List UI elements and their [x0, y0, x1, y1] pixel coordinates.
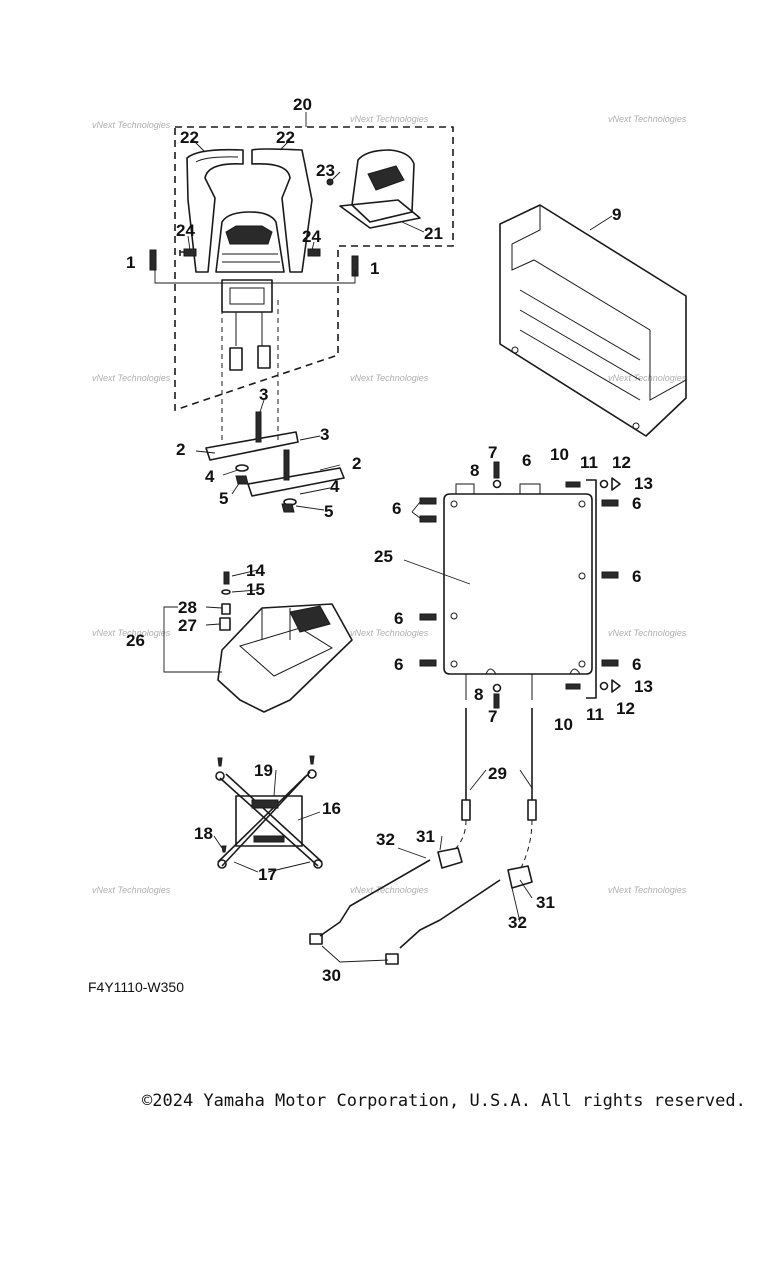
- callout-6: 6: [394, 609, 403, 628]
- watermark: vNext Technologies: [350, 628, 429, 638]
- control-unit-25: [419, 461, 621, 709]
- callout-4: 4: [330, 477, 340, 496]
- callout-5: 5: [219, 489, 228, 508]
- callout-11: 11: [580, 453, 598, 472]
- figure-code: F4Y1110-W350: [88, 979, 184, 995]
- callout-25: 25: [374, 547, 393, 566]
- callout-7: 7: [488, 707, 497, 726]
- callout-8: 8: [470, 461, 479, 480]
- watermark: vNext Technologies: [350, 373, 429, 383]
- callout-15: 15: [246, 580, 265, 599]
- callout-20: 20: [293, 95, 312, 114]
- callout-labels: 20 22 22 23 21 24 24 1 1 9 3 3 2 2 4 4 5…: [126, 95, 653, 985]
- callout-3: 3: [259, 385, 268, 404]
- callout-12: 12: [616, 699, 635, 718]
- watermark: vNext Technologies: [92, 373, 171, 383]
- watermark: vNext Technologies: [350, 885, 429, 895]
- callout-6: 6: [632, 494, 641, 513]
- mount-bracket-16: [215, 755, 323, 869]
- callout-14: 14: [246, 561, 265, 580]
- callout-17: 17: [258, 865, 277, 884]
- callout-3: 3: [320, 425, 329, 444]
- callout-16: 16: [322, 799, 341, 818]
- callout-13: 13: [634, 677, 653, 696]
- callout-21: 21: [424, 224, 443, 243]
- wiring-harnesses: [309, 708, 537, 965]
- callout-4: 4: [205, 467, 215, 486]
- callout-28: 28: [178, 598, 197, 617]
- callout-22: 22: [180, 128, 199, 147]
- callout-2: 2: [352, 454, 361, 473]
- callout-6: 6: [632, 567, 641, 586]
- cover-9: [499, 204, 687, 437]
- callout-10: 10: [554, 715, 573, 734]
- callout-11: 11: [586, 705, 604, 724]
- callout-31: 31: [536, 893, 555, 912]
- callout-6: 6: [632, 655, 641, 674]
- callout-24: 24: [176, 221, 195, 240]
- callout-18: 18: [194, 824, 213, 843]
- callout-8: 8: [474, 685, 483, 704]
- leader-lines: [187, 112, 613, 923]
- watermark: vNext Technologies: [608, 628, 687, 638]
- watermark: vNext Technologies: [608, 373, 687, 383]
- callout-6: 6: [522, 451, 531, 470]
- watermark: vNext Technologies: [350, 114, 429, 124]
- remote-control-assembly: [149, 126, 454, 440]
- callout-13: 13: [634, 474, 653, 493]
- callout-1: 1: [370, 259, 379, 278]
- junction-box-26: [163, 571, 353, 713]
- copyright-notice: ©2024 Yamaha Motor Corporation, U.S.A. A…: [142, 1091, 746, 1111]
- callout-2: 2: [176, 440, 185, 459]
- callout-29: 29: [488, 764, 507, 783]
- watermark: vNext Technologies: [608, 114, 687, 124]
- callout-7: 7: [488, 443, 497, 462]
- mounting-brackets: [205, 411, 345, 513]
- callout-24: 24: [302, 227, 321, 246]
- callout-31: 31: [416, 827, 435, 846]
- callout-6: 6: [394, 655, 403, 674]
- callout-30: 30: [322, 966, 341, 985]
- callout-22: 22: [276, 128, 295, 147]
- callout-5: 5: [324, 502, 333, 521]
- callout-23: 23: [316, 161, 335, 180]
- callout-6: 6: [392, 499, 401, 518]
- callout-9: 9: [612, 205, 621, 224]
- callout-1: 1: [126, 253, 135, 272]
- callout-12: 12: [612, 453, 631, 472]
- watermark: vNext Technologies: [608, 885, 687, 895]
- callout-27: 27: [178, 616, 197, 635]
- callout-26: 26: [126, 631, 145, 650]
- watermark: vNext Technologies: [92, 628, 171, 638]
- watermark: vNext Technologies: [92, 885, 171, 895]
- callout-32: 32: [508, 913, 527, 932]
- callout-19: 19: [254, 761, 273, 780]
- watermarks: vNext Technologies vNext Technologies vN…: [92, 114, 687, 895]
- callout-10: 10: [550, 445, 569, 464]
- watermark: vNext Technologies: [92, 120, 171, 130]
- callout-32: 32: [376, 830, 395, 849]
